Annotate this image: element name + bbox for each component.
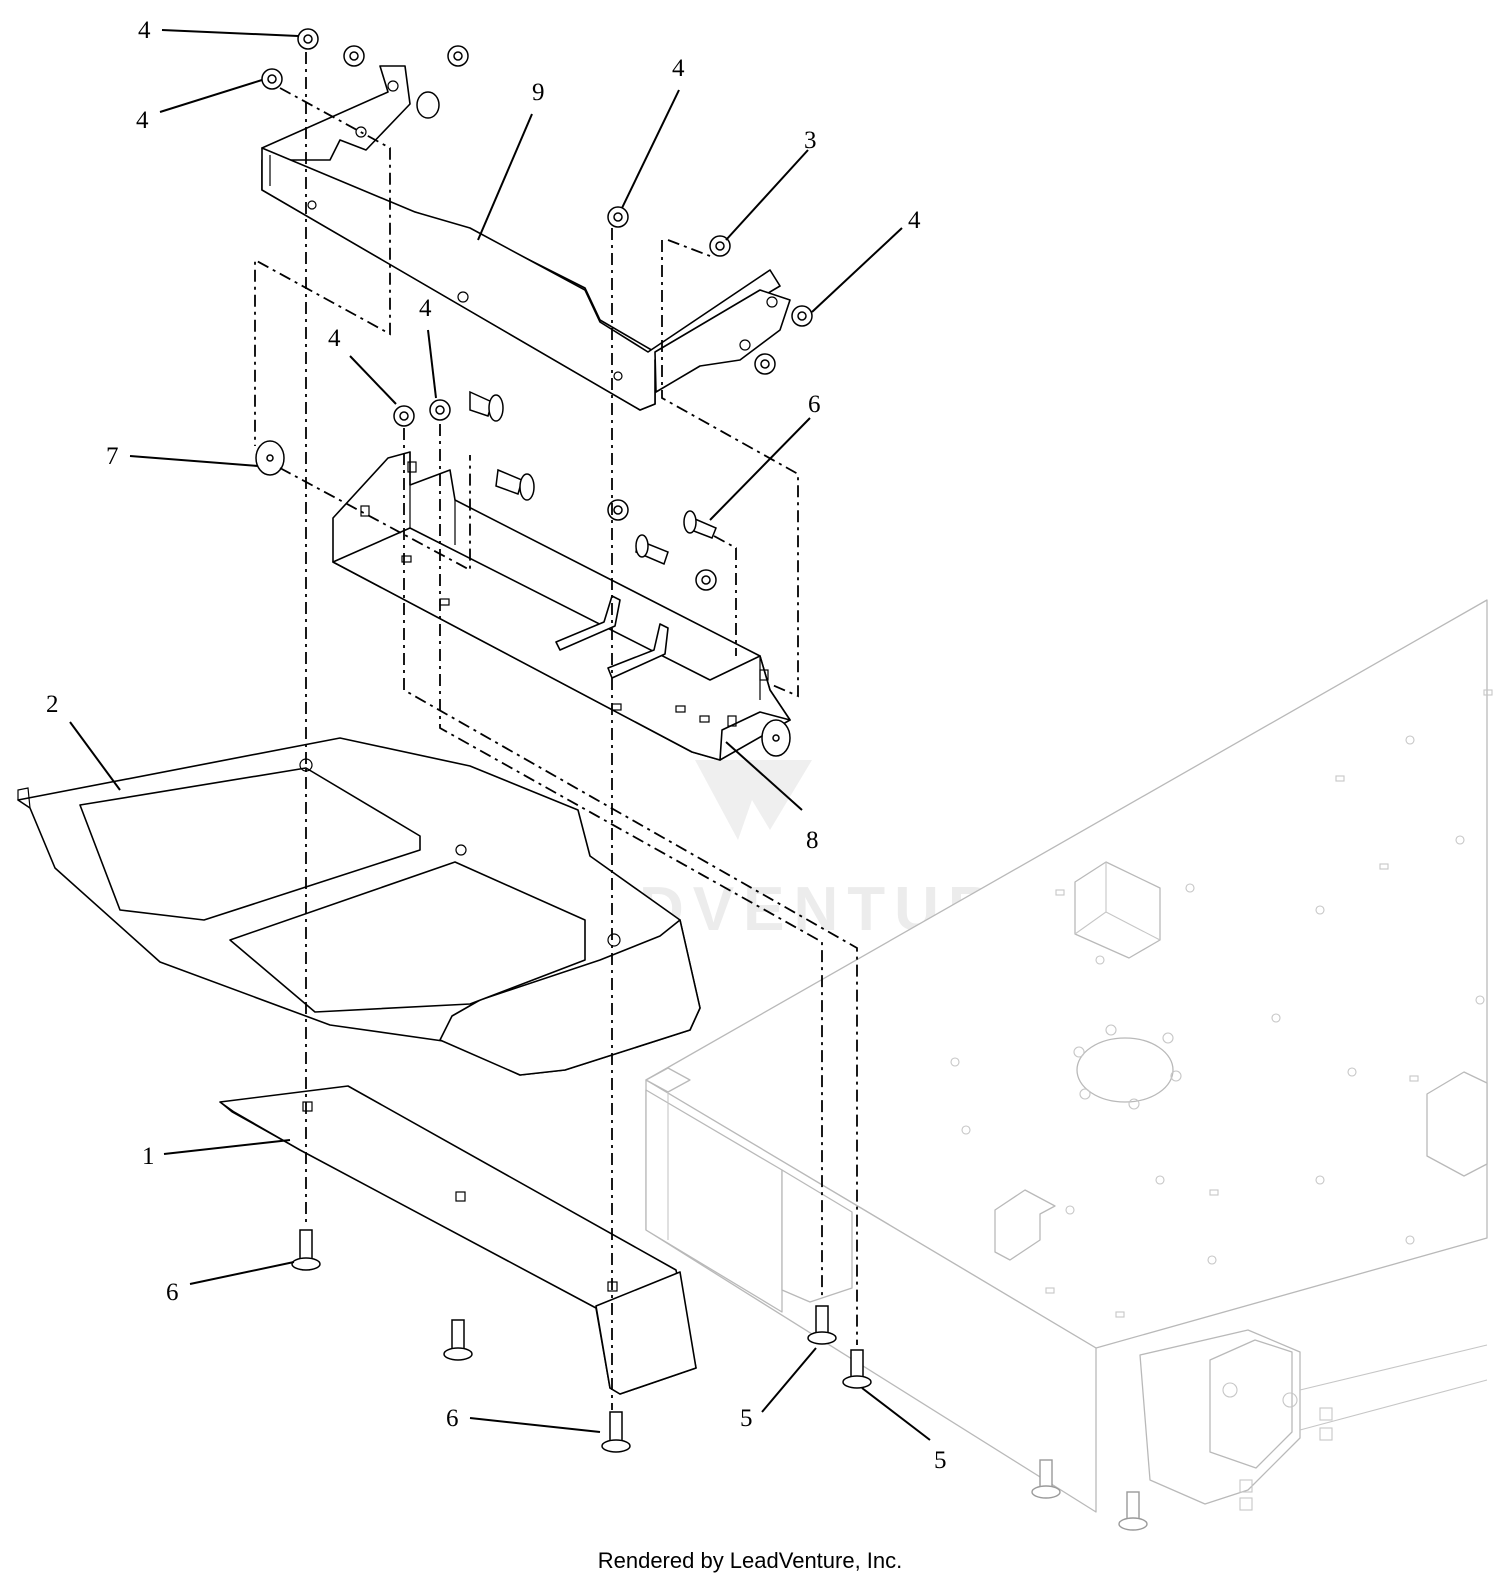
part-8-channel — [332, 451, 791, 761]
callout-6-bottom: 6 — [446, 1405, 459, 1432]
callout-3: 3 — [804, 127, 817, 154]
callout-1: 1 — [142, 1143, 155, 1170]
callout-7: 7 — [106, 443, 119, 470]
callout-2: 2 — [46, 691, 59, 718]
callout-4-left: 4 — [136, 107, 149, 134]
callout-5-right: 5 — [934, 1447, 947, 1474]
deck-tab — [994, 1189, 1056, 1261]
leader-lines — [69, 29, 931, 1441]
deck-spindle-opening — [1076, 1037, 1174, 1103]
part-1-shield — [219, 1085, 697, 1395]
callout-6-lower-left: 6 — [166, 1279, 179, 1306]
footer-credit: Rendered by LeadVenture, Inc. — [597, 1548, 903, 1573]
callout-4-center-left: 4 — [328, 325, 341, 352]
callout-9: 9 — [532, 79, 545, 106]
deck-bracket-right — [1426, 1071, 1488, 1177]
callout-4-top-left: 4 — [138, 17, 151, 44]
watermark-logo — [695, 760, 812, 840]
callout-6-upper: 6 — [808, 391, 821, 418]
mower-deck — [645, 599, 1493, 1531]
deck-holes — [950, 689, 1493, 1318]
hardware — [255, 28, 872, 1453]
callout-4-upper-mid: 4 — [672, 55, 685, 82]
callouts: 4 4 9 4 3 4 4 4 7 6 2 8 1 6 6 5 5 — [46, 17, 947, 1474]
callout-4-right: 4 — [908, 207, 921, 234]
part-9-bracket — [261, 65, 791, 411]
callout-5-left: 5 — [740, 1405, 753, 1432]
callout-8: 8 — [806, 827, 819, 854]
deck-bolts — [1031, 1459, 1148, 1531]
alignment-lines — [254, 52, 858, 1410]
part-2-footrest — [17, 737, 701, 1076]
callout-4-center: 4 — [419, 295, 432, 322]
deck-corner-post — [645, 1067, 691, 1093]
deck-front-box — [781, 1169, 853, 1303]
